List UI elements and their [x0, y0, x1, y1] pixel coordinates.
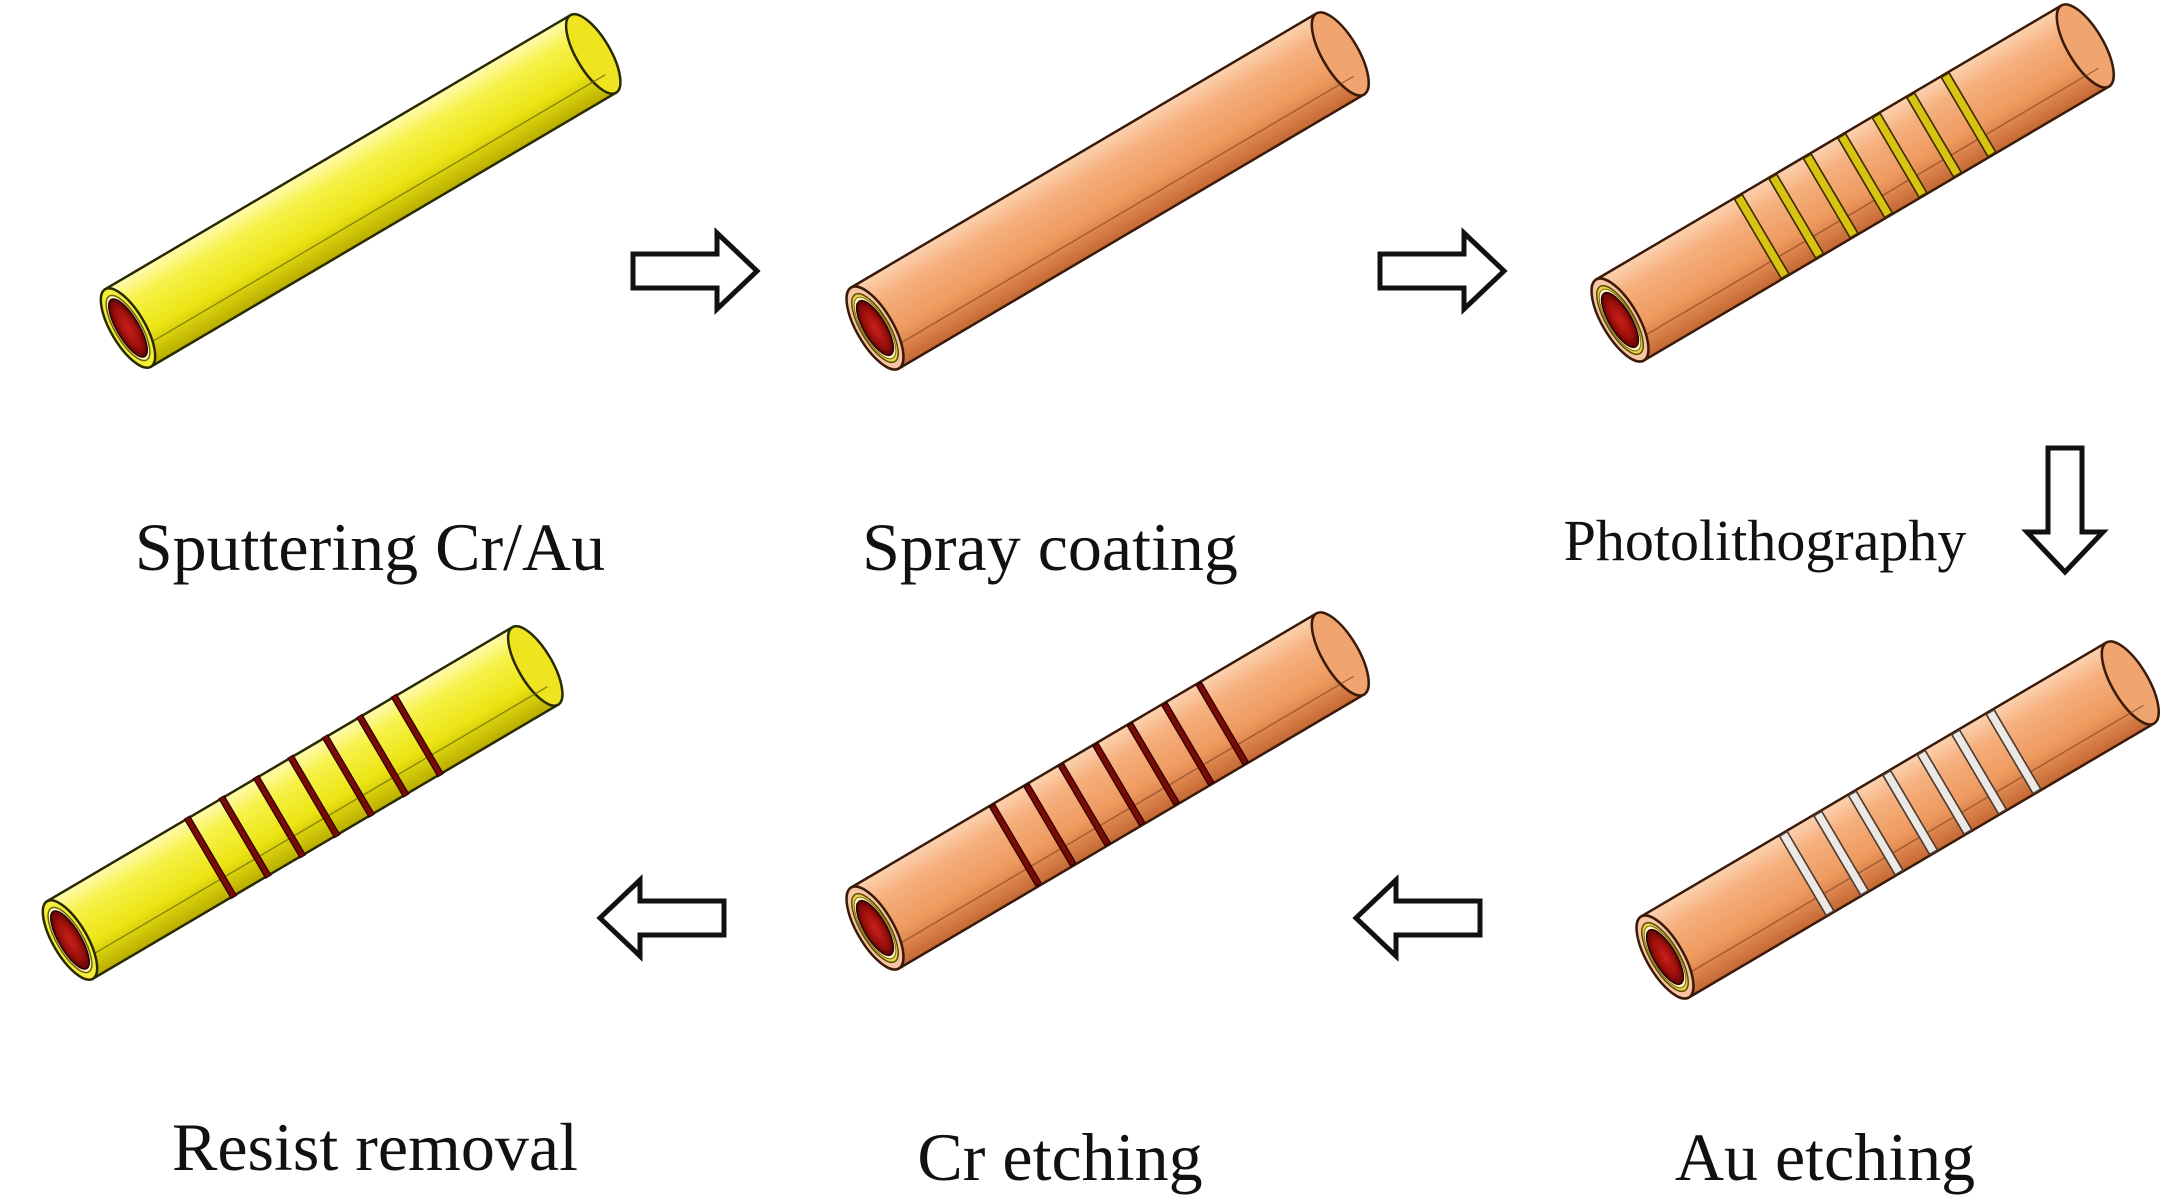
- tube-copper-red-grooves: [834, 603, 1381, 979]
- step-au-etching: [1624, 632, 2171, 1008]
- step-resist-removal: [31, 617, 575, 989]
- arrow-left-2: [600, 880, 724, 956]
- arrow-down: [2027, 448, 2103, 572]
- tube-copper-gold-grooves: [1579, 0, 2126, 371]
- tube-gold-red-grooves: [31, 617, 575, 989]
- label-sputtering: Sputtering Cr/Au: [135, 509, 605, 585]
- arrow-right-2: [1380, 233, 1504, 309]
- label-resist-removal: Resist removal: [172, 1109, 578, 1185]
- label-spray-coating: Spray coating: [862, 509, 1238, 585]
- step-photolithography: [1579, 0, 2126, 371]
- arrow-left-1: [1356, 880, 1480, 956]
- tube-copper-plain: [834, 3, 1381, 379]
- label-photolithography: Photolithography: [1564, 508, 1967, 573]
- label-cr-etching: Cr etching: [917, 1119, 1202, 1195]
- tube-gold-plain: [89, 5, 633, 377]
- step-sputtering: [89, 5, 633, 377]
- step-spray-coating: [834, 3, 1381, 379]
- step-cr-etching: [834, 603, 1381, 979]
- tube-copper-silver-grooves: [1624, 632, 2171, 1008]
- label-au-etching: Au etching: [1675, 1119, 1975, 1195]
- arrow-right-1: [633, 233, 757, 309]
